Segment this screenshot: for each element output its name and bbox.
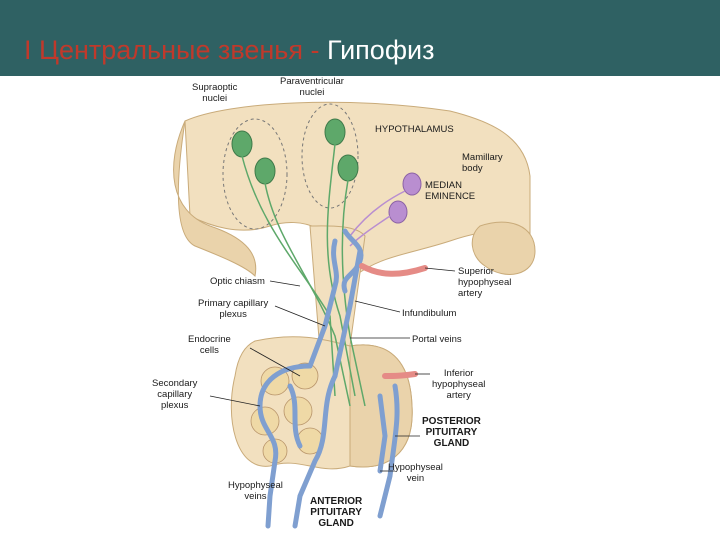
label-median-eminence: MEDIAN EMINENCE <box>425 180 476 202</box>
label-inferior-hypophyseal-artery: Inferior hypophyseal artery <box>432 368 486 401</box>
label-hypophyseal-veins: Hypophyseal veins <box>228 480 283 502</box>
label-endocrine-cells: Endocrine cells <box>188 334 231 356</box>
label-secondary-capillary-plexus: Secondary capillary plexus <box>152 378 198 411</box>
label-mamillary-body: Mamillary body <box>462 152 503 174</box>
label-optic-chiasm: Optic chiasm <box>210 276 265 287</box>
label-superior-hypophyseal-artery: Superior hypophyseal artery <box>458 266 512 299</box>
pituitary-illustration <box>173 101 536 529</box>
slide-title: I Центральные звенья - Гипофиз <box>24 34 435 66</box>
label-posterior-pituitary-gland: POSTERIOR PITUITARY GLAND <box>422 416 481 449</box>
label-primary-capillary-plexus: Primary capillary plexus <box>198 298 269 320</box>
label-supraoptic-nuclei: Supraoptic nuclei <box>192 82 238 104</box>
title-bar: I Центральные звенья - Гипофиз <box>0 0 720 76</box>
title-prefix: I Центральные звенья - <box>24 35 327 65</box>
label-anterior-pituitary-gland: ANTERIOR PITUITARY GLAND <box>310 496 363 529</box>
title-emphasis: Гипофиз <box>327 35 435 65</box>
label-hypophyseal-vein: Hypophyseal vein <box>388 462 443 484</box>
label-portal-veins: Portal veins <box>412 334 462 345</box>
pituitary-diagram: Supraoptic nuclei Paraventricular nuclei… <box>150 76 550 540</box>
label-paraventricular-nuclei: Paraventricular nuclei <box>280 76 344 98</box>
label-infundibulum: Infundibulum <box>402 308 457 319</box>
label-hypothalamus: HYPOTHALAMUS <box>375 124 454 135</box>
